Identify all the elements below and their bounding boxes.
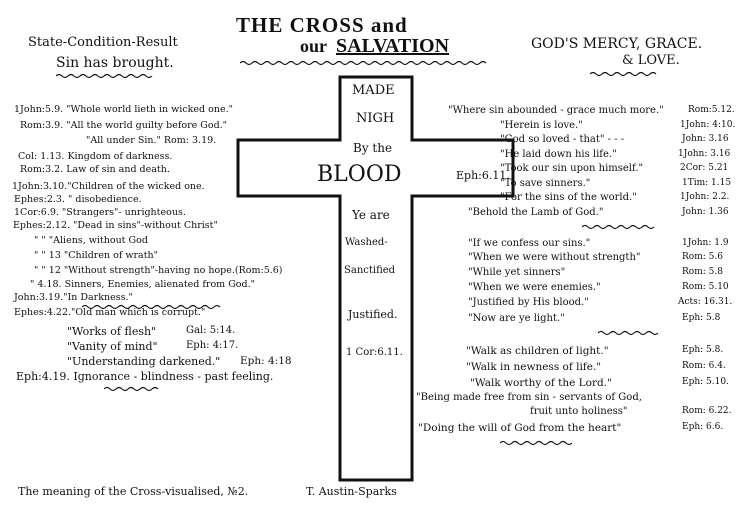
left-line: "All under Sin." Rom: 3.19. bbox=[86, 135, 217, 146]
right-group1-text: "God so loved - that" - - - bbox=[500, 134, 625, 145]
right-group1-text: "For the sins of the world." bbox=[500, 192, 637, 203]
right-group1-ref: 2Cor: 5.21 bbox=[680, 163, 729, 173]
right-group2-text: "Justified by His blood." bbox=[468, 297, 589, 308]
right-group2-wavy-underline bbox=[598, 330, 662, 336]
right-group2-ref: Acts: 16.31. bbox=[678, 297, 733, 307]
right-group3-text: "Walk worthy of the Lord." bbox=[470, 377, 612, 389]
right-group3-ref: Eph: 6.6. bbox=[682, 422, 724, 432]
right-group2-text: "When we were without strength" bbox=[468, 252, 641, 263]
right-group2-text: "When we were enemies." bbox=[468, 282, 601, 293]
right-group3-text: "Walk in newness of life." bbox=[466, 361, 602, 373]
right-group3-text: "Walk as children of light." bbox=[466, 345, 609, 357]
left-line: Ephes:2.12. "Dead in sins"-without Chris… bbox=[13, 220, 218, 231]
page-title-line2-prefix: our bbox=[300, 36, 327, 56]
header-left-line2: Sin has brought. bbox=[56, 55, 174, 71]
left-line: Ephes:2.3. " disobedience. bbox=[14, 194, 142, 205]
header-left-line1: State-Condition-Result bbox=[28, 35, 178, 50]
left-group2-ref: Eph: 4:18 bbox=[240, 355, 292, 367]
cross-cor-ref: 1 Cor:6.11. bbox=[346, 347, 403, 358]
right-group3-text: "Being made free from sin - servants of … bbox=[416, 392, 642, 403]
cross-washed: Washed- bbox=[345, 237, 388, 248]
cross-nigh: NIGH bbox=[356, 111, 395, 126]
left-line: " " "Aliens, without God bbox=[34, 235, 148, 246]
left-group2-wavy-underline bbox=[104, 386, 164, 392]
page-title-line1: THE CROSS and bbox=[236, 13, 408, 37]
right-group1-text: "Behold the Lamb of God." bbox=[468, 207, 604, 218]
cross-blood: BLOOD bbox=[317, 162, 402, 187]
right-group3-ref: Eph: 5.10. bbox=[682, 377, 729, 387]
right-group2-text: "While yet sinners" bbox=[468, 267, 566, 278]
right-group1-ref: 1John: 4:10. bbox=[680, 120, 736, 130]
right-group2-ref: Eph: 5.8 bbox=[682, 313, 721, 323]
right-group3-wavy-underline bbox=[500, 440, 580, 446]
right-group3-text: "Doing the will of God from the heart" bbox=[418, 422, 622, 434]
page-title-line2-emph: SALVATION bbox=[336, 35, 450, 57]
left-group2-ref: Gal: 5:14. bbox=[186, 325, 236, 336]
header-right-line2: & LOVE. bbox=[622, 53, 680, 68]
right-group3-text: fruit unto holiness" bbox=[530, 406, 628, 417]
right-group1-text: "To save sinners." bbox=[500, 178, 591, 189]
right-group1-ref: 1John: 3.16 bbox=[678, 149, 731, 159]
left-line: Col: 1.13. Kingdom of darkness. bbox=[18, 151, 173, 162]
right-group3-ref: Eph: 5.8. bbox=[682, 345, 724, 355]
left-line: Rom:3.9. "All the world guilty before Go… bbox=[20, 120, 228, 131]
right-group1-text: "Where sin abounded - grace much more." bbox=[448, 105, 664, 116]
footer-caption: The meaning of the Cross-visualised, №2. bbox=[18, 485, 249, 498]
left-line: " " 12 "Without strength"-having no hope… bbox=[34, 265, 283, 276]
left-group2-text: "Understanding darkened." bbox=[67, 355, 221, 368]
right-group2-ref: Rom: 5.10 bbox=[682, 282, 729, 292]
left-line: John:3.19."In Darkness." bbox=[14, 292, 133, 303]
cross-by-the: By the bbox=[353, 141, 393, 155]
right-group1-text: "Herein is love." bbox=[500, 120, 583, 131]
right-group3-ref: Rom: 6.22. bbox=[682, 406, 732, 416]
left-group2-text: Eph:4.19. Ignorance - blindness - past f… bbox=[16, 370, 274, 383]
right-group1-ref: Rom:5.12. bbox=[688, 105, 735, 115]
left-line: 1John:3.10."Children of the wicked one. bbox=[12, 181, 205, 192]
left-group2-text: "Works of flesh" bbox=[67, 325, 157, 338]
right-group1-ref: John: 1.36 bbox=[682, 207, 729, 217]
cross-made: MADE bbox=[352, 83, 395, 98]
left-group2-ref: Eph: 4:17. bbox=[186, 340, 239, 351]
right-group1-ref: 1John: 2.2. bbox=[680, 192, 730, 202]
left-line: " 4.18. Sinners, Enemies, alienated from… bbox=[30, 279, 255, 290]
left-line: Rom:3.2. Law of sin and death. bbox=[20, 164, 170, 175]
right-group1-ref: 1Tim: 1.15 bbox=[682, 178, 732, 188]
right-group1-wavy-underline bbox=[582, 224, 662, 230]
right-group1-text: "Took our sin upon himself." bbox=[500, 163, 644, 174]
right-group2-ref: Rom: 5.8 bbox=[682, 267, 723, 277]
left-line: " " 13 "Children of wrath" bbox=[34, 250, 159, 261]
right-group2-text: "If we confess our sins." bbox=[468, 238, 591, 249]
title-wavy-underline bbox=[240, 60, 490, 66]
right-group1-ref: John: 3.16 bbox=[682, 134, 729, 144]
left-group2-text: "Vanity of mind" bbox=[67, 340, 158, 353]
left-line: 1John:5.9. "Whole world lieth in wicked … bbox=[14, 104, 233, 115]
left-header-wavy-underline bbox=[56, 73, 156, 79]
right-group2-ref: 1John: 1.9 bbox=[682, 238, 729, 248]
right-header-wavy-underline bbox=[590, 71, 660, 77]
left-group1-wavy-underline bbox=[82, 304, 222, 310]
left-line: 1Cor:6.9. "Strangers"- unrighteous. bbox=[14, 207, 186, 218]
left-line: Ephes:4.22."Old man which is corrupt." bbox=[14, 307, 206, 318]
right-group2-text: "Now are ye light." bbox=[468, 313, 565, 324]
cross-justified: Justified. bbox=[348, 308, 398, 321]
cross-ye-are: Ye are bbox=[352, 208, 390, 222]
cross-sanctified: Sanctified bbox=[344, 265, 396, 276]
right-group3-ref: Rom: 6.4. bbox=[682, 361, 726, 371]
footer-author: T. Austin-Sparks bbox=[306, 485, 397, 498]
right-group1-text: "He laid down his life." bbox=[500, 149, 617, 160]
cross-eph-ref: Eph:6.11. bbox=[456, 169, 510, 182]
right-group2-ref: Rom: 5.6 bbox=[682, 252, 723, 262]
header-right-line1: GOD'S MERCY, GRACE. bbox=[531, 36, 703, 52]
